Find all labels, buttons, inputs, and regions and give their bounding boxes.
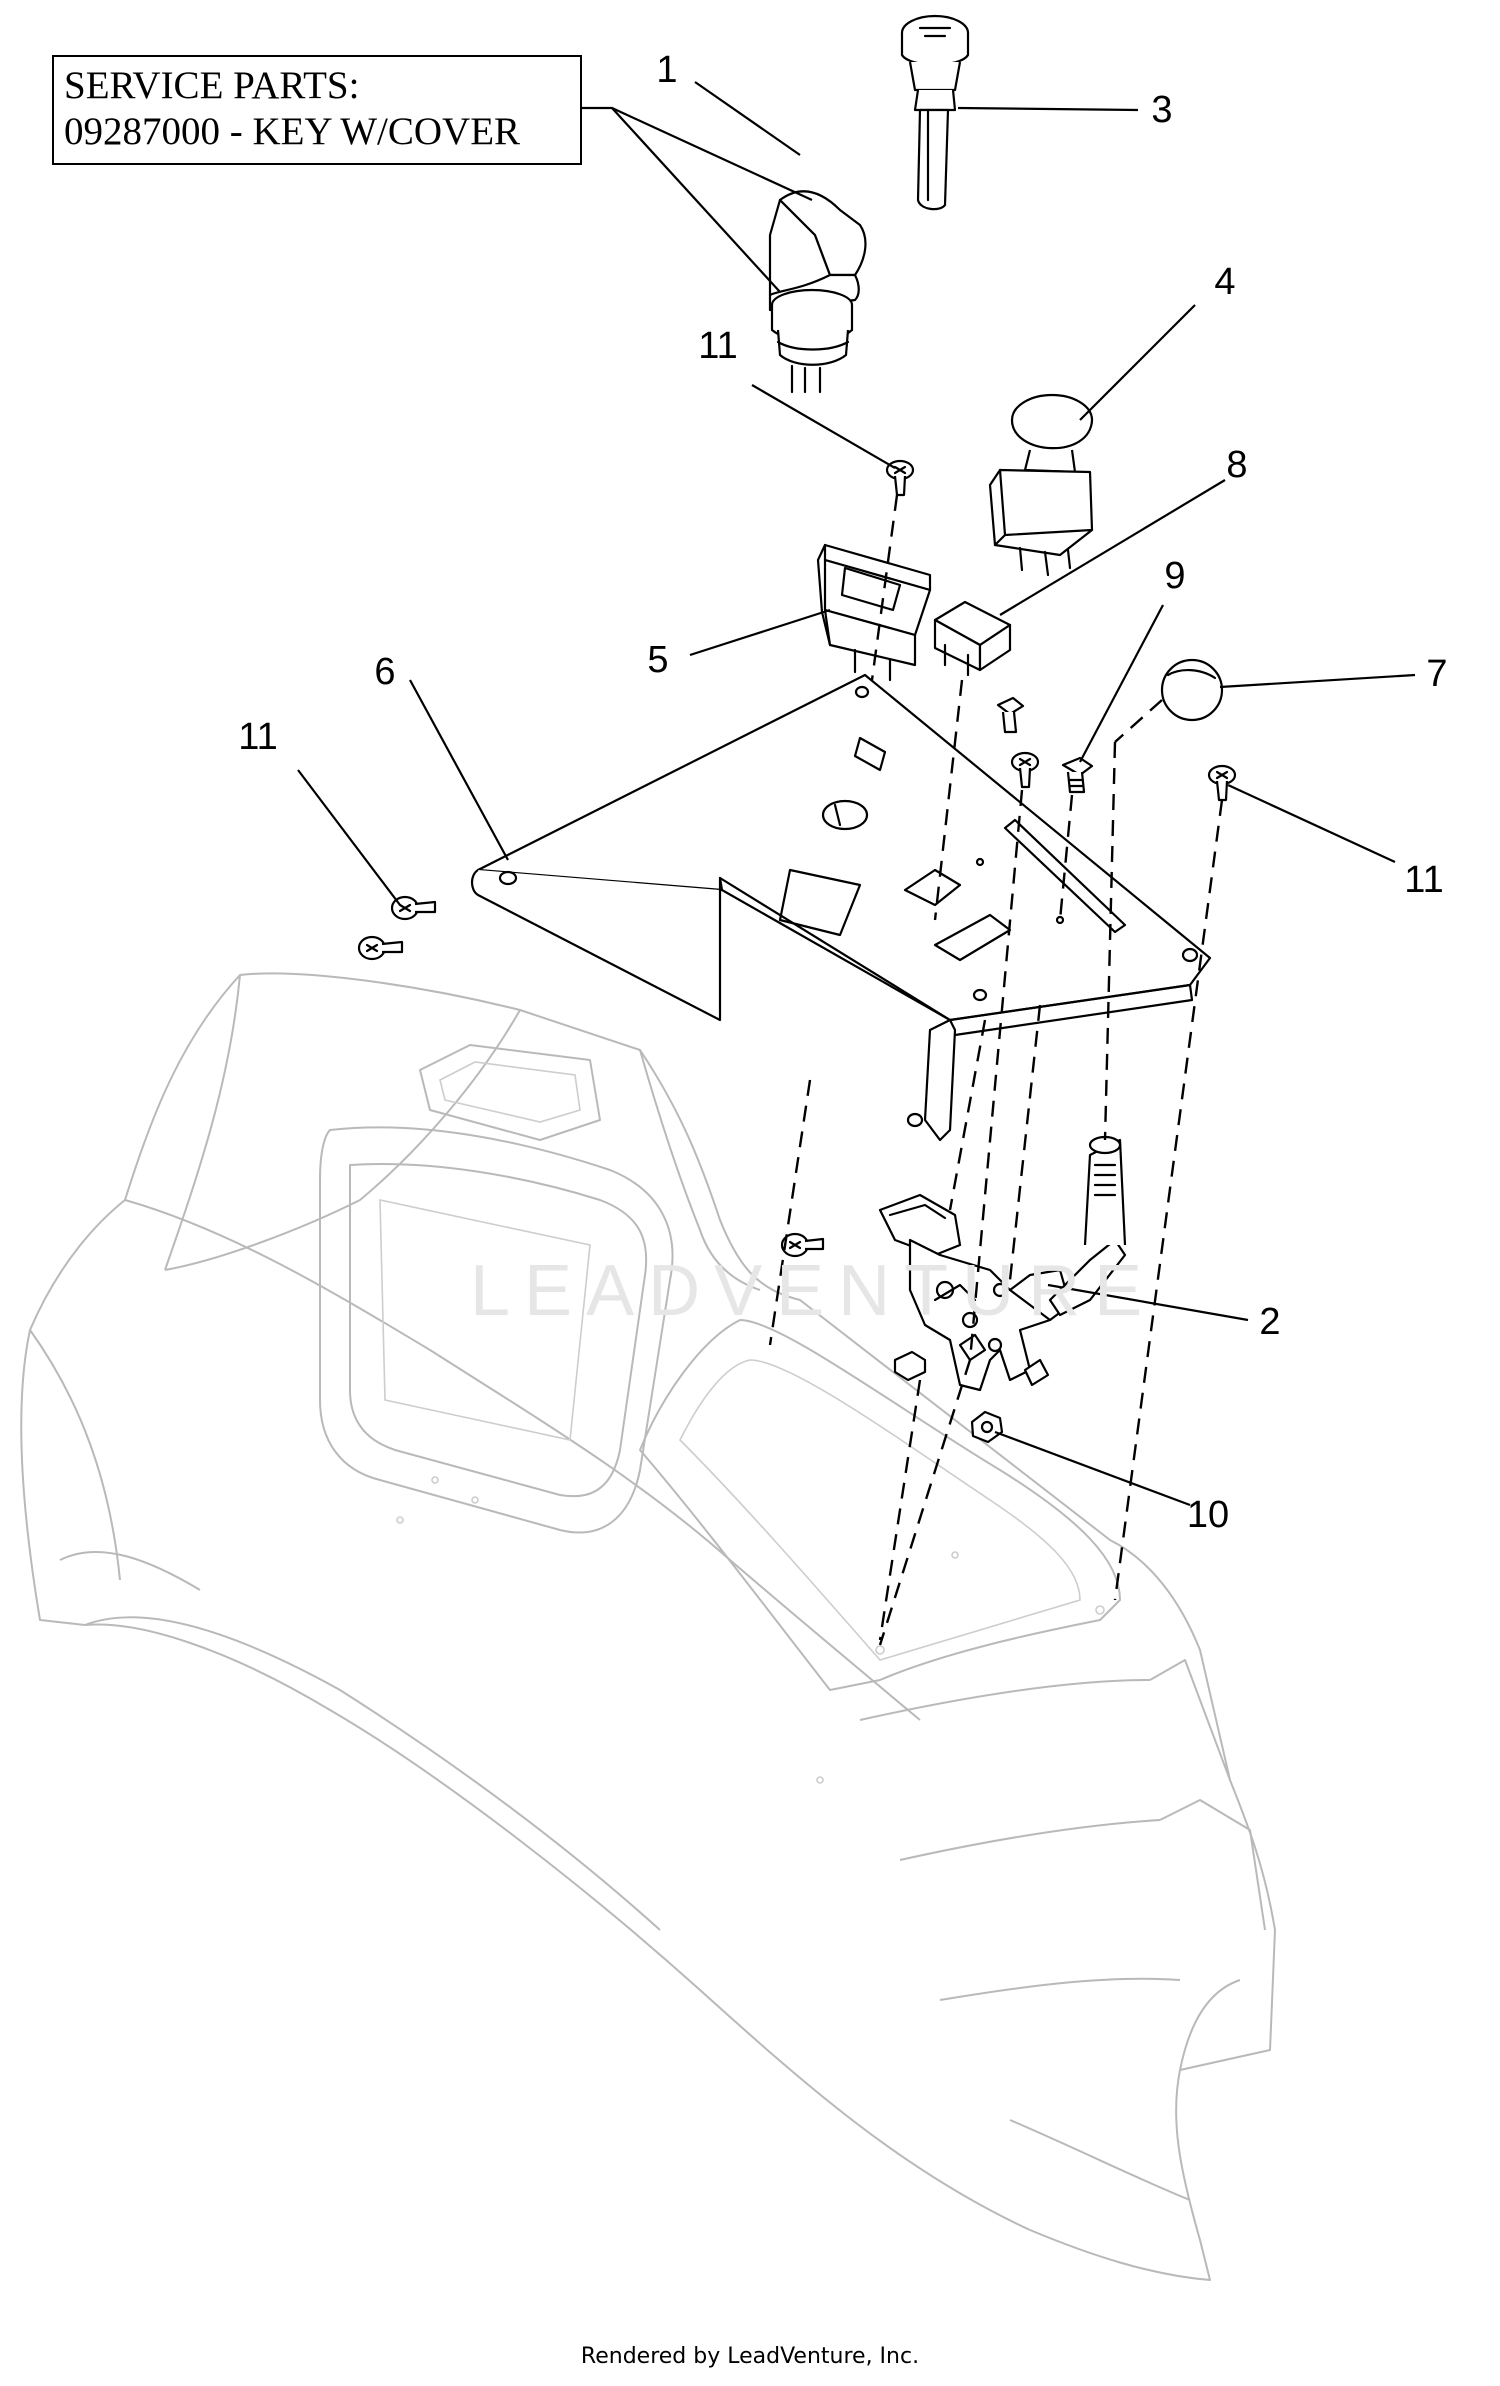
callout-leader-lines xyxy=(297,81,1416,1507)
callout-2: 2 xyxy=(1259,1301,1281,1343)
service-parts-note: SERVICE PARTS: 09287000 - KEY W/COVER xyxy=(52,55,582,165)
callout-11-top: 11 xyxy=(698,325,738,367)
footer-credit: Rendered by LeadVenture, Inc. xyxy=(580,2344,920,2369)
callout-10: 10 xyxy=(1186,1494,1230,1536)
fender-console-body xyxy=(20,972,1276,2281)
callout-8: 8 xyxy=(1226,444,1248,486)
part-5-rocker-switch xyxy=(816,543,932,682)
part-10-nut xyxy=(970,1410,1004,1444)
part-9-bolt xyxy=(996,696,1094,794)
callout-4: 4 xyxy=(1214,261,1236,303)
part-2-bracket-assembly xyxy=(878,1135,1127,1392)
callout-7: 7 xyxy=(1426,653,1448,695)
part-11-screws xyxy=(357,459,1237,1258)
callout-3: 3 xyxy=(1151,89,1173,131)
part-4-pto-knob xyxy=(988,393,1094,577)
part-3-plunger-switch xyxy=(900,14,970,211)
part-1-ignition-switch xyxy=(768,190,867,394)
service-parts-heading: SERVICE PARTS: xyxy=(64,64,360,107)
leadventure-watermark: LEADVENTURE xyxy=(470,1251,1157,1331)
assembly-dashed-lines xyxy=(768,494,1224,1646)
callout-11-right: 11 xyxy=(1404,859,1444,901)
service-parts-item: 09287000 - KEY W/COVER xyxy=(64,110,521,153)
callout-5: 5 xyxy=(647,639,669,681)
part-7-ball-knob xyxy=(1160,658,1224,722)
callout-9: 9 xyxy=(1164,555,1186,597)
part-6-control-plate xyxy=(470,673,1212,1142)
callout-11-left: 11 xyxy=(238,716,278,758)
callout-6: 6 xyxy=(374,651,396,693)
callout-1: 1 xyxy=(656,49,678,91)
part-8-small-switch xyxy=(933,600,1012,677)
